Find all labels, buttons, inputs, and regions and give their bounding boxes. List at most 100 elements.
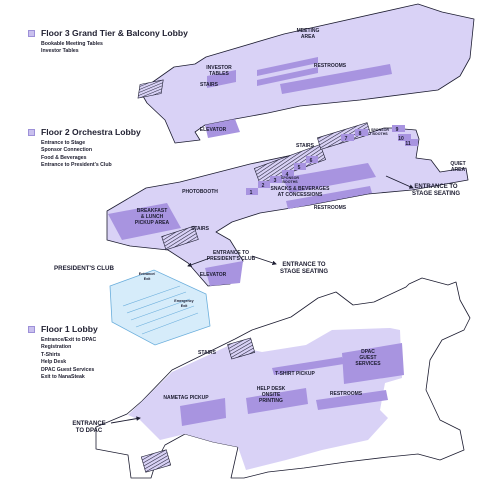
floor-1-dpac-guest-zone [342, 343, 404, 384]
floor-1-restroom-zone [316, 390, 388, 410]
floor-2-stairs-left-label: STAIRS [191, 226, 210, 232]
floor-1-stairs-label: STAIRS [198, 350, 217, 356]
floor-bullet-icon [28, 128, 35, 136]
list-item: Exit to NanaSteak [41, 374, 85, 381]
club-table-row [122, 285, 181, 307]
booth-11: 11 [405, 141, 411, 147]
list-item: Entrance/Exit to DPAC [41, 337, 97, 343]
floor-3-restroom-zone [280, 64, 392, 94]
arrow-presidents-club [187, 257, 211, 267]
floor-3-restrooms-label: RESTROOMS [314, 63, 347, 69]
booth-10-marker [398, 134, 411, 141]
floor-2-title: Floor 2 Orchestra Lobby [41, 127, 141, 137]
presidents-club-plan: PRESIDENT'S CLUB Entrance/Exit Emergency… [54, 265, 211, 346]
sponsor-booths [246, 125, 418, 195]
booth-2: 2 [262, 183, 265, 189]
booth-5-marker [294, 163, 306, 170]
floor-1-stairs [227, 337, 256, 360]
floor-2-stairs-top-label: STAIRS [296, 143, 315, 149]
floor-1-title: Floor 1 Lobby [41, 324, 98, 334]
floor-3-investor-zone-1 [207, 70, 236, 88]
floor-1-restrooms-label: RESTROOMS [330, 391, 363, 397]
presidents-club-title: PRESIDENT'S CLUB [54, 265, 114, 272]
floor-1-nametag-label: NAMETAG PICKUP [163, 395, 209, 401]
booth-6-marker [306, 156, 318, 163]
booth-10: 10 [398, 136, 404, 142]
list-item: Food & Beverages [41, 154, 87, 161]
floor-2-amenities: Entrance to Stage Sponsor Connection Foo… [41, 140, 141, 170]
list-item: DPAC Guest Services [41, 366, 95, 373]
floor-1-amenities: Entrance/Exit to DPAC Registration T-Shi… [41, 337, 98, 381]
arrow-stage-right [385, 175, 414, 189]
arrow-stage-bottom [251, 255, 277, 265]
list-item: Help Desk [41, 359, 67, 366]
floor-2-elevator-label: ELEVATOR [200, 272, 227, 278]
floor-2-restrooms-label: RESTROOMS [314, 205, 347, 211]
floor-2-breakfast-zone [108, 203, 181, 240]
floor-3-amenities: Bookable Meeting Tables Investor Tables [41, 41, 188, 56]
floor-3-stairs [137, 79, 164, 99]
floor-3-investor-zone-2 [257, 57, 318, 76]
club-table-row [141, 312, 199, 335]
booth-6: 6 [310, 158, 313, 164]
booth-9-marker [392, 125, 405, 132]
booth-11-marker [405, 139, 418, 146]
club-table-row [135, 305, 195, 328]
floor-1-stairs-lower [140, 449, 172, 473]
floor-3-investor-zone-3 [257, 67, 318, 86]
floor-2-snacks-zone [282, 163, 376, 193]
floor-3-stairs-label: STAIRS [200, 82, 219, 88]
floor-2-stairs-left [161, 225, 199, 251]
club-tables [122, 285, 199, 335]
floor-2-restroom-zone [286, 186, 372, 209]
presidents-club-room [109, 269, 211, 346]
arrow-entrance-dpac [110, 416, 141, 424]
booth-2-marker [258, 181, 270, 188]
floor-bullet-icon [28, 325, 35, 333]
floor-1-help-desk-zone [246, 388, 308, 414]
floor-2-elevator [205, 261, 243, 286]
booth-8-marker [355, 129, 368, 136]
booth-5: 5 [298, 165, 301, 171]
booth-1-marker [246, 188, 258, 195]
list-item: Registration [41, 344, 72, 351]
floor-3-elevator-label: ELEVATOR [200, 127, 227, 133]
list-item: Bookable Meeting Tables [41, 41, 103, 47]
booth-1: 1 [250, 190, 253, 196]
club-table-row [130, 298, 191, 321]
list-item: Entrance to Stage [41, 140, 86, 146]
floor-2-plan: 1 2 3 4 5 6 7 8 9 10 11 STAIRS STAIRS PH… [106, 122, 469, 287]
booth-8: 8 [359, 131, 362, 137]
floor-2-photobooth-label: PHOTOBOOTH [182, 189, 218, 195]
list-item: Entrance to President's Club [41, 162, 112, 169]
floor-3-legend: Floor 3 Grand Tier & Balcony Lobby Booka… [28, 28, 188, 56]
booth-4-marker [282, 170, 294, 177]
list-item: Sponsor Connection [41, 147, 93, 154]
floor-1-tshirt-zone [272, 357, 344, 375]
booth-9: 9 [396, 127, 399, 133]
booth-4: 4 [286, 172, 289, 178]
booth-3-marker [270, 176, 282, 183]
floor-bullet-icon [28, 29, 35, 37]
list-item: T-Shirts [41, 351, 61, 358]
floor-2-legend: Floor 2 Orchestra Lobby Entrance to Stag… [28, 127, 141, 170]
floor-1-legend: Floor 1 Lobby Entrance/Exit to DPAC Regi… [28, 324, 98, 381]
booth-7-marker [341, 134, 354, 141]
floor-3-elevator [205, 119, 240, 138]
club-table-row [126, 291, 187, 314]
floor-1-nametag-zone [180, 398, 226, 426]
